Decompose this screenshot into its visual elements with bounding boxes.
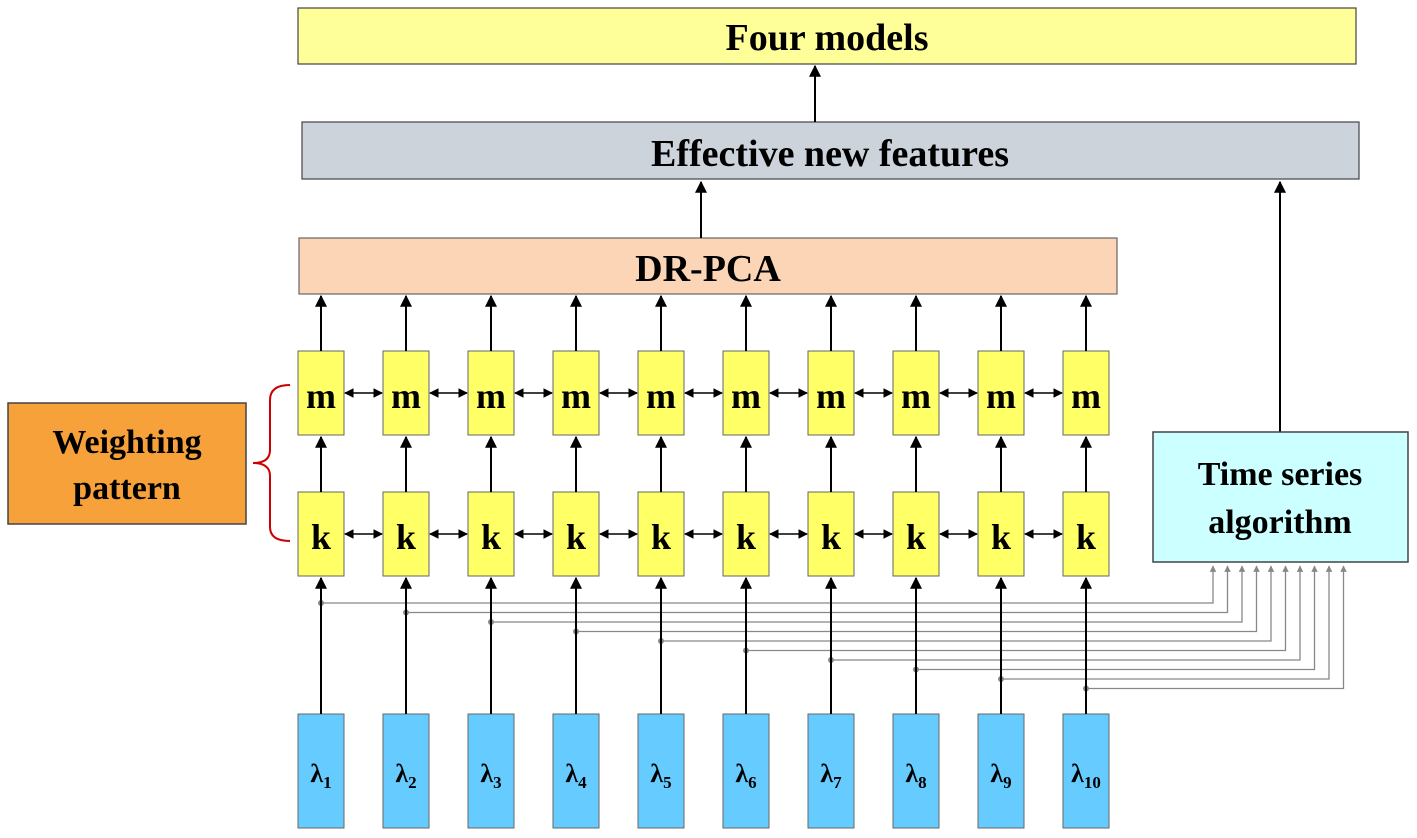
k-cell-10	[1062, 491, 1110, 577]
lambda-cell-2	[382, 713, 430, 829]
k-label-3: k	[481, 517, 501, 557]
m-cell-3	[467, 350, 515, 436]
dr-pca-box	[298, 237, 1118, 295]
k-cell-9	[977, 491, 1025, 577]
lambda-cell-9	[977, 713, 1025, 829]
lambda-cell-5	[637, 713, 685, 829]
effective-features-label: Effective new features	[651, 133, 1009, 175]
ts-route-1	[321, 565, 1217, 604]
k-cell-5	[637, 491, 685, 577]
ts-route-5	[661, 565, 1275, 642]
ts-route-7	[831, 565, 1304, 661]
ts-route-2	[406, 565, 1231, 614]
m-label-3: m	[476, 376, 506, 416]
k-label-10: k	[1076, 517, 1096, 557]
k-label-8: k	[906, 517, 926, 557]
four-models-label: Four models	[725, 17, 928, 59]
ts-route-8	[916, 565, 1318, 671]
m-label-9: m	[986, 376, 1016, 416]
time-series-input-lines	[318, 565, 1347, 692]
m-cell-1	[297, 350, 345, 436]
m-label-4: m	[561, 376, 591, 416]
m-label-7: m	[816, 376, 846, 416]
m-label-5: m	[646, 376, 676, 416]
ts-route-4	[576, 565, 1260, 633]
weighting-columns: mkλ1mkλ2mkλ3mkλ4mkλ5mkλ6mkλ7mkλ8mkλ9mkλ1…	[297, 294, 1110, 829]
lambda-cell-7	[807, 713, 855, 829]
ts-route-9	[1001, 565, 1333, 680]
k-cell-7	[807, 491, 855, 577]
k-label-6: k	[736, 517, 756, 557]
m-label-8: m	[901, 376, 931, 416]
weighting-pattern-box	[7, 402, 247, 525]
m-label-2: m	[391, 376, 421, 416]
k-label-7: k	[821, 517, 841, 557]
k-label-2: k	[396, 517, 416, 557]
time-series-line1: Time series	[1198, 456, 1363, 493]
k-cell-6	[722, 491, 770, 577]
k-cell-3	[467, 491, 515, 577]
m-cell-9	[977, 350, 1025, 436]
k-cell-2	[382, 491, 430, 577]
weighting-brace	[252, 384, 291, 542]
k-cell-4	[552, 491, 600, 577]
lambda-cell-1	[297, 713, 345, 829]
lambda-cell-3	[467, 713, 515, 829]
weighting-pattern-line2: pattern	[73, 470, 181, 507]
k-label-1: k	[311, 517, 331, 557]
ts-route-3	[491, 565, 1246, 623]
four-models-box	[297, 7, 1357, 65]
lambda-cell-6	[722, 713, 770, 829]
m-cell-10	[1062, 350, 1110, 436]
time-series-line2: algorithm	[1208, 504, 1352, 541]
ts-route-10	[1086, 565, 1347, 690]
k-label-9: k	[991, 517, 1011, 557]
m-label-10: m	[1071, 376, 1101, 416]
m-cell-6	[722, 350, 770, 436]
m-cell-2	[382, 350, 430, 436]
dr-pca-label: DR-PCA	[635, 248, 781, 290]
k-label-5: k	[651, 517, 671, 557]
k-label-4: k	[566, 517, 586, 557]
time-series-algorithm-box	[1152, 431, 1409, 563]
m-label-6: m	[731, 376, 761, 416]
effective-features-box	[301, 121, 1360, 180]
m-label-1: m	[306, 376, 336, 416]
m-cell-5	[637, 350, 685, 436]
ts-route-6	[746, 565, 1289, 652]
lambda-cell-10	[1062, 713, 1110, 829]
weighting-pattern-line1: Weighting	[52, 424, 201, 461]
k-cell-1	[297, 491, 345, 577]
